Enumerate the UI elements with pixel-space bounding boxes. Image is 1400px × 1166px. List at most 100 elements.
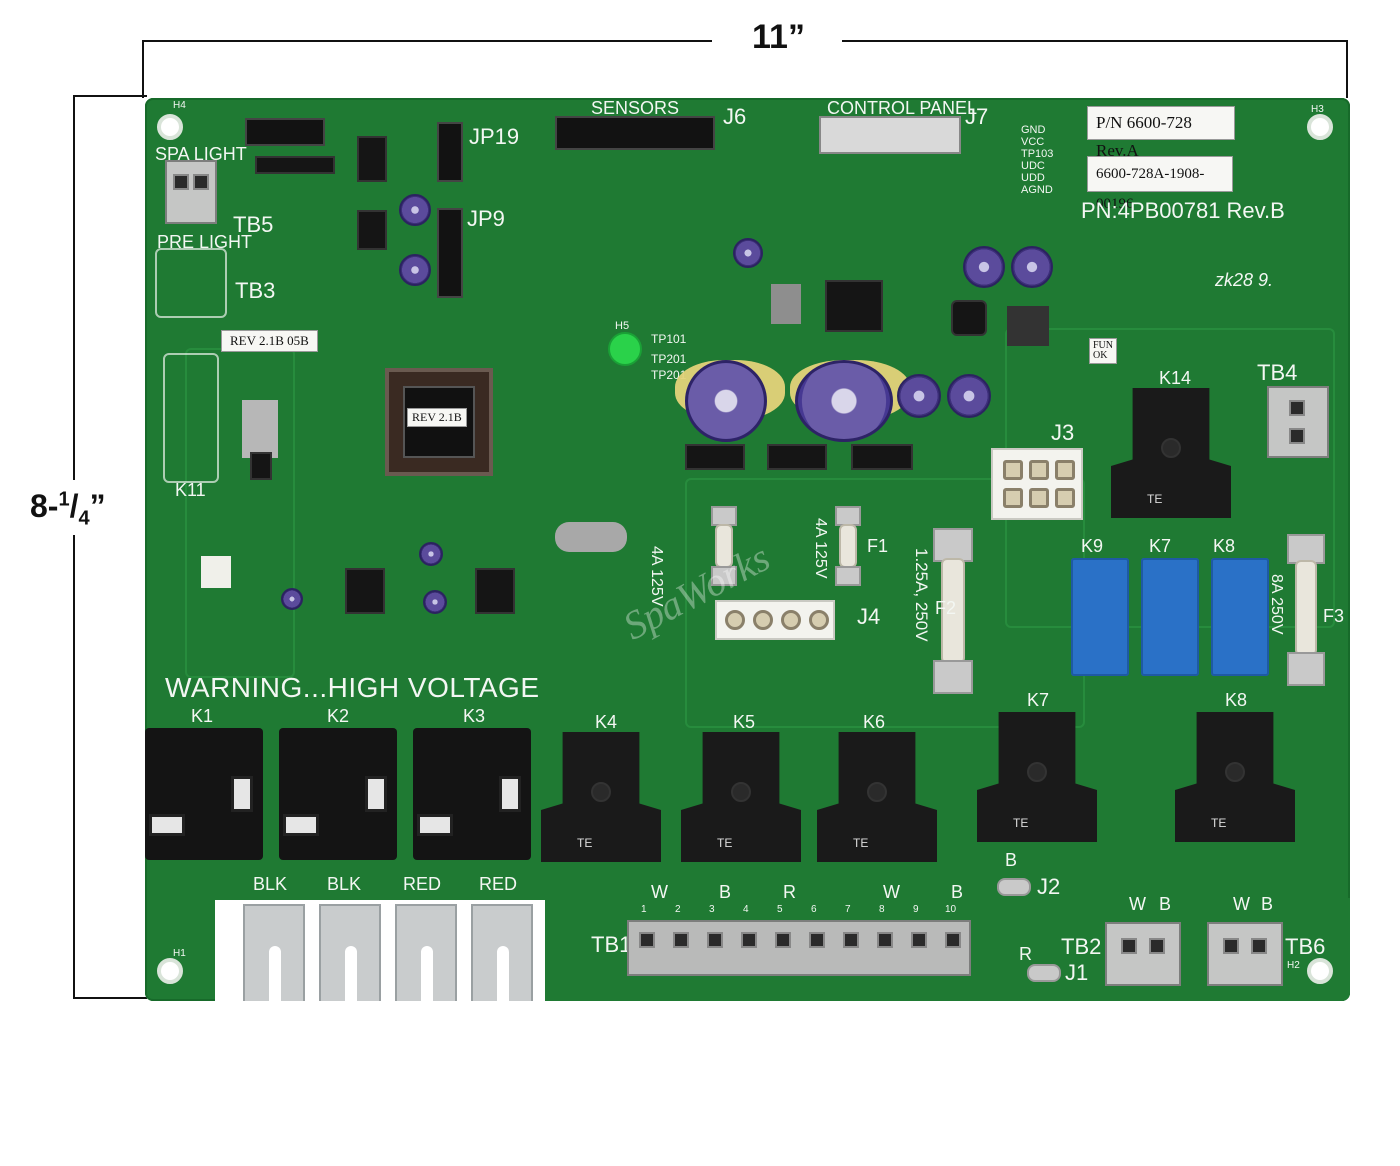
fuse-f1-clip-top [835, 506, 861, 526]
fun-ok-sticker: FUN OK [1089, 338, 1118, 364]
tb2-slot-2 [1149, 938, 1165, 954]
k10-label: K8 [1213, 536, 1236, 556]
tb1-pin-5: 5 [777, 904, 783, 915]
relay-k2 [279, 728, 397, 860]
k7-dot [1027, 762, 1047, 782]
pre-light-label: PRE LIGHT [157, 232, 253, 252]
spade-terminal-1 [243, 904, 305, 1001]
tp-103: TP103 [1021, 148, 1054, 160]
fuse-f4-clip-top [711, 506, 737, 526]
high-voltage-warning: WARNING...HIGH VOLTAGE [165, 672, 540, 703]
board-part-number: PN:4PB00781 Rev.B [1081, 198, 1285, 223]
tb1-slot-8 [877, 932, 893, 948]
serial-number-sticker: 6600-728A-1908-00196 [1087, 156, 1233, 212]
tb5-label: TB5 [233, 212, 274, 237]
terminal-tb6 [1207, 922, 1283, 986]
tb1-slot-6 [809, 932, 825, 948]
resistor-network [255, 156, 335, 174]
rev-label-sticker: REV 2.1B 05B [221, 330, 318, 352]
relay-k7: TE [977, 712, 1097, 842]
j1-letter: R [1019, 944, 1032, 964]
width-dimension-line-right [842, 40, 1348, 42]
test-point-list: GND VCC TP103 UDC UDD AGND [1021, 124, 1053, 196]
tb3-label: TB3 [235, 278, 276, 303]
rectifier-db102 [685, 444, 745, 470]
relay-k1 [145, 728, 263, 860]
hole-label-h2: H2 [1287, 960, 1300, 971]
heatsink-regulator [242, 400, 278, 458]
tb2-letter-b: B [1159, 894, 1172, 914]
capacitor-c210 [419, 542, 443, 566]
tb1-slot-10 [945, 932, 961, 948]
j3-pin-5 [1029, 488, 1049, 508]
tb1-pin-6: 6 [811, 904, 817, 915]
tb1-slot-7 [843, 932, 859, 948]
tb1-pin-7: 7 [845, 904, 851, 915]
tp101-label: TP101 [651, 332, 687, 346]
height-dimension-label: 8-1/4” [30, 488, 106, 531]
tb5-slot-1 [173, 174, 189, 190]
k6-label: K6 [863, 712, 886, 732]
tp-agnd: AGND [1021, 184, 1053, 196]
j3-pin-3 [1055, 460, 1075, 480]
ic-u131 [1007, 306, 1049, 346]
spade-terminal-4 [471, 904, 533, 1001]
fuse-f1 [839, 524, 857, 568]
tb1-letter-b1: B [719, 882, 732, 902]
k3-tab-1 [417, 814, 453, 836]
jumper-jp19 [437, 122, 463, 182]
tb2-slot-1 [1121, 938, 1137, 954]
j4-pin-4 [809, 610, 829, 630]
relay-k10 [1211, 558, 1269, 676]
fuse-f4-clip-bottom [711, 566, 737, 586]
capacitor-large-2 [795, 360, 893, 442]
tb1-pin-3: 3 [709, 904, 715, 915]
k8-label: K8 [1225, 690, 1248, 710]
tb6-label: TB6 [1285, 934, 1326, 959]
fuse-f3 [1295, 560, 1317, 656]
jumper-jp9 [437, 208, 463, 298]
zk-marking: zk28 9. [1215, 270, 1274, 290]
jp9-label: JP9 [467, 206, 505, 231]
connector-j4 [715, 600, 835, 640]
fuse-f1-clip-bottom [835, 566, 861, 586]
capacitor-c4 [947, 374, 991, 418]
ic-u401 [475, 568, 515, 614]
fuse-f3-clip-top [1287, 534, 1325, 564]
tb1-pin-4: 4 [743, 904, 749, 915]
hole-label-h4: H4 [173, 100, 186, 111]
j4-label: J4 [857, 604, 881, 629]
tb1-pin-9: 9 [913, 904, 919, 915]
j2-label: J2 [1037, 874, 1061, 899]
k13-outline [163, 353, 219, 483]
k13-label: K11 [175, 480, 206, 500]
height-dimension-tick-top [73, 95, 147, 97]
connector-j2 [997, 878, 1031, 896]
k4-label: K4 [595, 712, 618, 732]
height-dim-sup: 1 [58, 488, 70, 511]
regulator-u103 [771, 284, 801, 324]
terminal-tb5 [165, 160, 217, 224]
j3-label: J3 [1051, 420, 1075, 445]
k14-label: K14 [1159, 368, 1192, 388]
tp-udc: UDC [1021, 160, 1045, 172]
circuit-board: H4 H3 H1 H2 SPA LIGHT TB5 PRE LIGHT TB3 … [145, 98, 1350, 1001]
tb1-letter-w1: W [651, 882, 668, 902]
regulator-chip [250, 452, 272, 480]
j4-pin-1 [725, 610, 745, 630]
width-dimension-label: 11” [752, 18, 805, 57]
k5-brand: TE [717, 836, 733, 850]
fuse-f2-clip-top [933, 528, 973, 562]
sensors-label: SENSORS [591, 98, 680, 118]
tb1-pin-8: 8 [879, 904, 885, 915]
k4-brand: TE [577, 836, 593, 850]
k6-brand: TE [853, 836, 869, 850]
j7-label: J7 [965, 104, 989, 129]
height-dimension-tick-bottom [73, 997, 147, 999]
tb1-pin-2: 2 [675, 904, 681, 915]
hole-label-h5: H5 [615, 320, 630, 332]
tb1-slot-1 [639, 932, 655, 948]
k3-tab-2 [499, 776, 521, 812]
width-dimension-line-left [142, 40, 712, 42]
width-dimension-tick-right [1346, 40, 1348, 98]
